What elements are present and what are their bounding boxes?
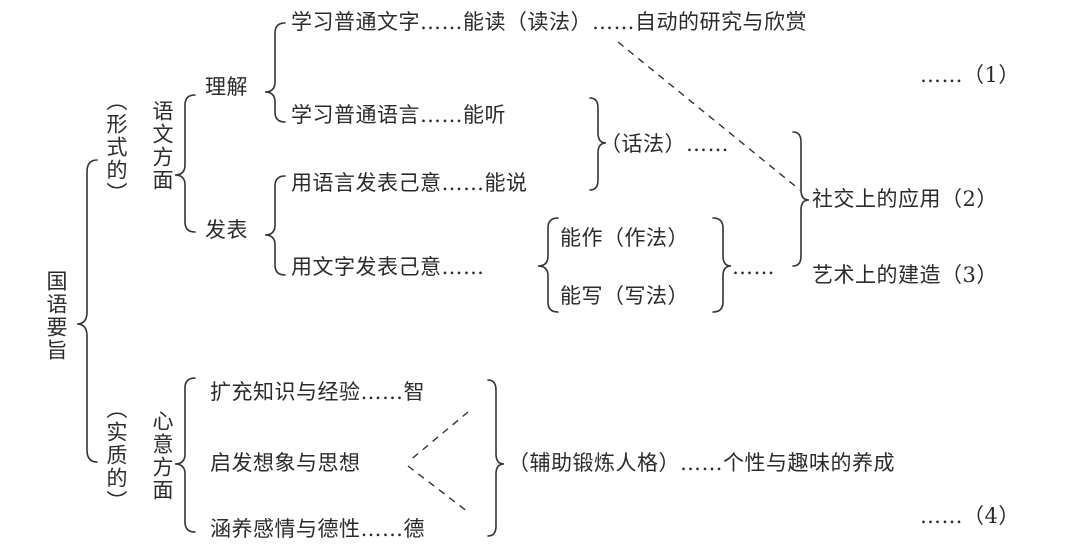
dashed-knowledge [407, 411, 469, 463]
read-number: ……（1） [920, 63, 1020, 87]
listen-item: 学习普通语言……能听 [291, 103, 506, 127]
write-left-brace [537, 217, 559, 313]
write-item: 用文字发表己意…… [291, 255, 485, 279]
handwrite-item: 能写（写法） [560, 284, 689, 308]
compose-item: 能作（作法） [560, 226, 689, 250]
substance-brace [174, 377, 196, 533]
understand-brace [264, 22, 286, 123]
write-right-brace [712, 217, 732, 313]
form-brace [174, 94, 196, 233]
language-side-label: 语文方面 [150, 100, 174, 192]
social-application: 社交上的应用（2） [812, 187, 998, 211]
read-item: 学习普通文字……能读（读法）……自动的研究与欣赏 [291, 10, 807, 34]
substance-number: ……（4） [920, 504, 1020, 528]
imagination-item: 启发想象与思想 [210, 451, 361, 475]
understand-label: 理解 [205, 75, 248, 99]
aux-brace [487, 379, 505, 537]
express-label: 发表 [205, 218, 248, 242]
art-construction: 艺术上的建造（3） [812, 263, 998, 287]
speech-method: （话法）…… [600, 132, 729, 156]
express-brace [264, 175, 286, 276]
aux-item: （辅助锻炼人格）……个性与趣味的养成 [508, 451, 895, 475]
mind-side-label: 心意方面 [150, 410, 174, 502]
dashed-read-to-social [617, 41, 801, 191]
root-title: 国语要旨 [44, 270, 68, 362]
speech-brace [589, 97, 607, 191]
root-brace [76, 159, 98, 463]
form-label: （形式的） [104, 90, 128, 205]
substance-label: （实质的） [104, 398, 128, 513]
knowledge-item: 扩充知识与经验……智 [210, 380, 425, 404]
speak-item: 用语言发表己意……能说 [291, 171, 528, 195]
emotion-item: 涵养感情与德性……德 [210, 517, 425, 541]
dashed-emotion [407, 465, 469, 513]
application-brace [792, 131, 810, 267]
write-dots: …… [732, 255, 775, 279]
